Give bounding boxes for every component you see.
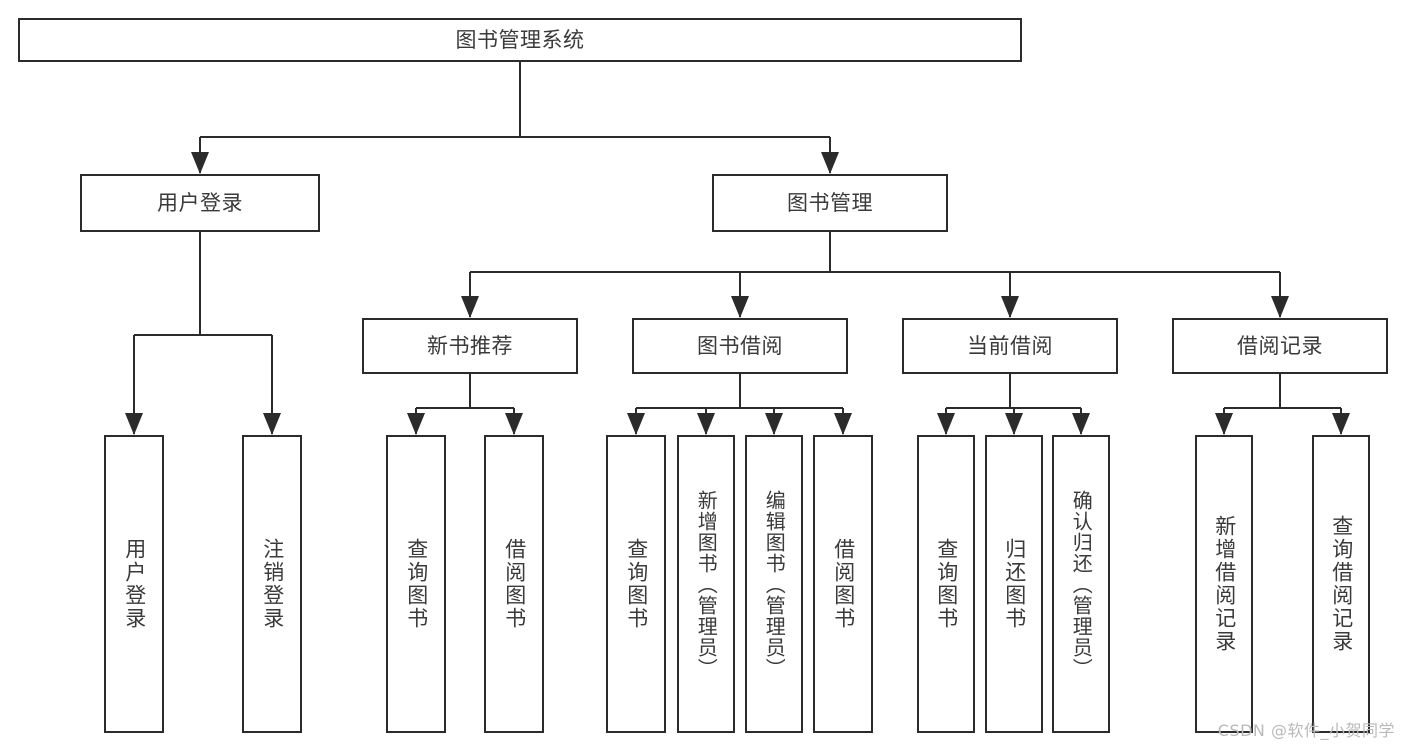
arrowhead-icon xyxy=(461,296,479,318)
arrowhead-icon xyxy=(191,152,209,174)
node-label: 注销登录 xyxy=(260,538,285,630)
node-label: 确认归还（管理员） xyxy=(1069,489,1094,679)
node-label: 查询借阅记录 xyxy=(1329,515,1354,653)
node-leaf-query-book-borrow[interactable]: 查询图书 xyxy=(606,435,666,733)
arrowhead-icon xyxy=(1005,413,1023,435)
node-user-login[interactable]: 用户登录 xyxy=(80,174,320,232)
arrowhead-icon xyxy=(834,413,852,435)
node-label: 查询图书 xyxy=(404,538,429,630)
arrowhead-icon xyxy=(627,413,645,435)
node-leaf-query-book-current[interactable]: 查询图书 xyxy=(917,435,975,733)
node-label: 新增图书（管理员） xyxy=(694,489,719,679)
node-label: 图书管理系统 xyxy=(455,27,585,52)
arrowhead-icon xyxy=(821,152,839,174)
node-label: 编辑图书（管理员） xyxy=(762,489,787,679)
arrowhead-icon xyxy=(263,413,281,435)
node-leaf-borrow-book[interactable]: 借阅图书 xyxy=(813,435,873,733)
node-leaf-add-borrow-record[interactable]: 新增借阅记录 xyxy=(1195,435,1253,733)
arrowhead-icon xyxy=(765,413,783,435)
arrowhead-icon xyxy=(1001,296,1019,318)
node-book-borrow[interactable]: 图书借阅 xyxy=(632,318,848,374)
node-label: 用户登录 xyxy=(122,538,147,630)
node-leaf-user-login[interactable]: 用户登录 xyxy=(104,435,164,733)
arrowhead-icon xyxy=(731,296,749,318)
arrowhead-icon xyxy=(1215,413,1233,435)
node-label: 借阅图书 xyxy=(831,538,856,630)
node-leaf-query-book-rec[interactable]: 查询图书 xyxy=(386,435,446,733)
node-label: 图书管理 xyxy=(787,190,873,215)
node-leaf-logout[interactable]: 注销登录 xyxy=(242,435,302,733)
arrowhead-icon xyxy=(1332,413,1350,435)
node-leaf-query-borrow-record[interactable]: 查询借阅记录 xyxy=(1312,435,1370,733)
node-label: 查询图书 xyxy=(624,538,649,630)
node-leaf-edit-book-admin[interactable]: 编辑图书（管理员） xyxy=(745,435,803,733)
node-label: 图书借阅 xyxy=(697,333,783,358)
node-current-borrow[interactable]: 当前借阅 xyxy=(902,318,1118,374)
node-leaf-return-book[interactable]: 归还图书 xyxy=(985,435,1043,733)
arrowhead-icon xyxy=(697,413,715,435)
node-label: 新增借阅记录 xyxy=(1212,515,1237,653)
node-borrow-record[interactable]: 借阅记录 xyxy=(1172,318,1388,374)
node-label: 归还图书 xyxy=(1002,538,1027,630)
arrowhead-icon xyxy=(125,413,143,435)
node-root[interactable]: 图书管理系统 xyxy=(18,18,1022,62)
node-label: 查询图书 xyxy=(934,538,959,630)
node-label: 新书推荐 xyxy=(427,333,513,358)
node-leaf-confirm-return-admin[interactable]: 确认归还（管理员） xyxy=(1052,435,1110,733)
arrowhead-icon xyxy=(505,413,523,435)
arrowhead-icon xyxy=(1072,413,1090,435)
node-leaf-borrow-book-rec[interactable]: 借阅图书 xyxy=(484,435,544,733)
node-new-book-recommend[interactable]: 新书推荐 xyxy=(362,318,578,374)
watermark: CSDN @软件_小贺同学 xyxy=(1217,721,1395,740)
arrowhead-icon xyxy=(937,413,955,435)
arrowhead-icon xyxy=(407,413,425,435)
node-label: 用户登录 xyxy=(157,190,243,215)
node-leaf-add-book-admin[interactable]: 新增图书（管理员） xyxy=(677,435,735,733)
arrowhead-icon xyxy=(1271,296,1289,318)
node-label: 借阅记录 xyxy=(1237,333,1323,358)
node-label: 借阅图书 xyxy=(502,538,527,630)
node-label: 当前借阅 xyxy=(967,333,1053,358)
node-book-manage[interactable]: 图书管理 xyxy=(712,174,948,232)
